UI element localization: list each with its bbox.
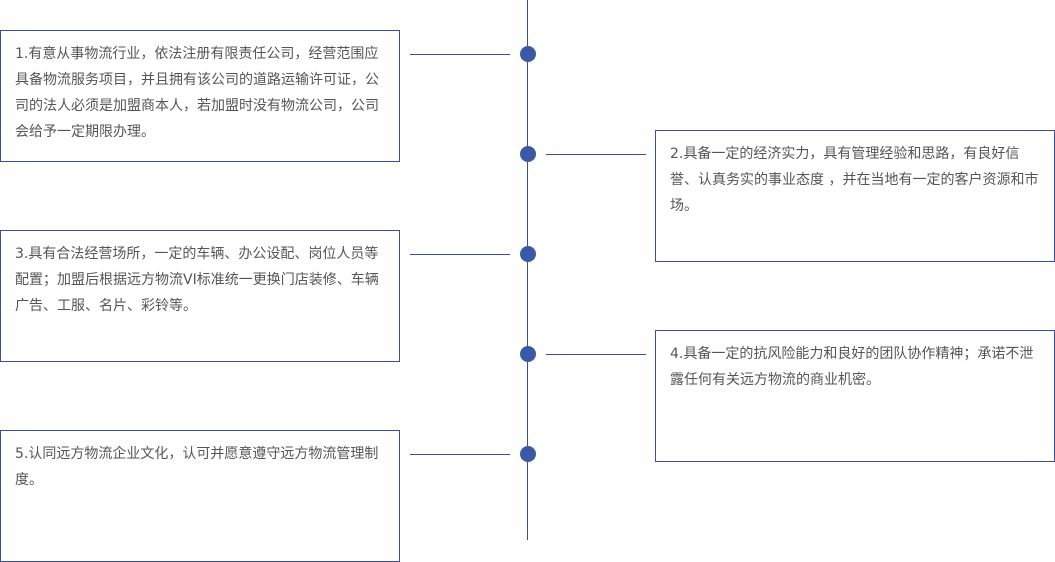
requirement-text-5: 5.认同远方物流企业文化，认可并愿意遵守远方物流管理制度。 (15, 446, 379, 488)
connector-line-3 (410, 254, 510, 255)
connector-line-1 (410, 54, 510, 55)
requirement-text-2: 2.具备一定的经济实力，具有管理经验和思路，有良好信誉、认真务实的事业态度 ，并… (670, 146, 1039, 214)
requirement-card-4: 4.具备一定的抗风险能力和良好的团队协作精神；承诺不泄露任何有关远方物流的商业机… (655, 330, 1055, 462)
timeline-node-1 (520, 46, 536, 62)
timeline-axis (527, 0, 528, 540)
connector-line-4 (546, 354, 646, 355)
requirement-card-2: 2.具备一定的经济实力，具有管理经验和思路，有良好信誉、认真务实的事业态度 ，并… (655, 130, 1055, 262)
connector-line-2 (546, 154, 646, 155)
requirement-text-4: 4.具备一定的抗风险能力和良好的团队协作精神；承诺不泄露任何有关远方物流的商业机… (670, 346, 1034, 388)
timeline-node-4 (520, 346, 536, 362)
requirement-card-5: 5.认同远方物流企业文化，认可并愿意遵守远方物流管理制度。 (0, 430, 400, 562)
timeline-node-3 (520, 246, 536, 262)
timeline-node-2 (520, 146, 536, 162)
timeline-node-5 (520, 446, 536, 462)
connector-line-5 (410, 454, 510, 455)
requirement-card-1: 1.有意从事物流行业，依法注册有限责任公司，经营范围应具备物流服务项目，并且拥有… (0, 30, 400, 162)
requirement-text-3: 3.具有合法经营场所，一定的车辆、办公设配、岗位人员等配置；加盟后根据远方物流V… (15, 246, 379, 314)
requirement-card-3: 3.具有合法经营场所，一定的车辆、办公设配、岗位人员等配置；加盟后根据远方物流V… (0, 230, 400, 362)
requirement-text-1: 1.有意从事物流行业，依法注册有限责任公司，经营范围应具备物流服务项目，并且拥有… (15, 46, 379, 140)
